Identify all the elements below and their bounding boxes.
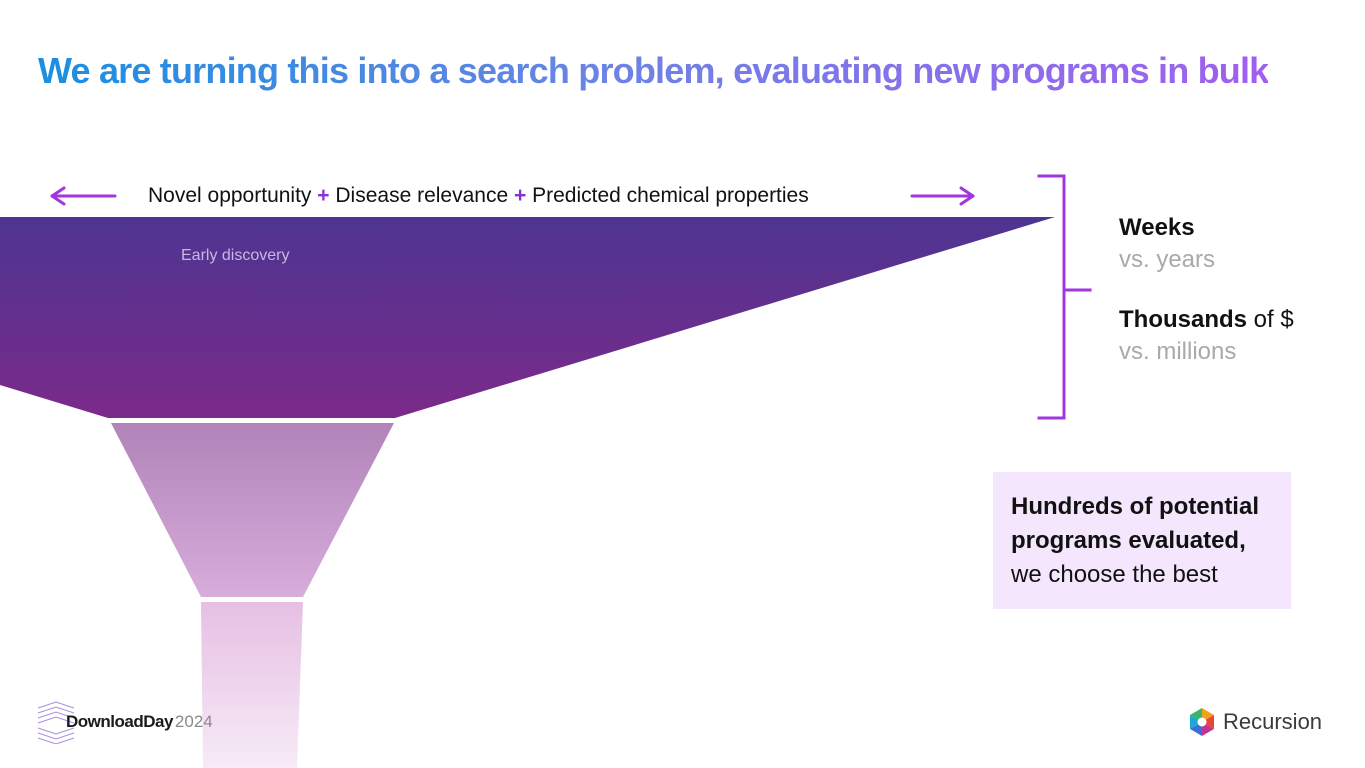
criteria-novel-opportunity: Novel opportunity (148, 184, 312, 207)
funnel-stage-label: Early discovery (181, 247, 290, 264)
metric-time: Weeks vs. years (1119, 212, 1215, 276)
criteria-disease-relevance: Disease relevance (335, 184, 509, 207)
funnel-stage-middle (111, 423, 394, 597)
download-day-chevrons-icon (37, 701, 75, 744)
metric-cost-suffix: of $ (1247, 306, 1294, 333)
slide-title: We are turning this into a search proble… (38, 50, 1269, 91)
funnel-stage-early-discovery (0, 217, 1055, 418)
metric-cost-comparison: vs. millions (1119, 338, 1237, 365)
callout-normal-text: we choose the best (1011, 561, 1218, 588)
criteria-line: Novel opportunity + Disease relevance + … (148, 184, 809, 208)
download-day-year: 2024 (174, 712, 213, 731)
left-arrow-icon (50, 186, 117, 206)
funnel-stage-bottom (201, 602, 303, 768)
plus-sign: + (317, 184, 330, 207)
metric-cost: Thousands of $ vs. millions (1119, 304, 1294, 368)
recursion-logo: Recursion (1188, 706, 1322, 738)
metric-time-comparison: vs. years (1119, 246, 1216, 273)
download-day-logo: DownloadDay 2024 (36, 700, 213, 744)
download-day-name: DownloadDay (66, 712, 173, 731)
callout-bold-text: Hundreds of potential programs evaluated… (1011, 493, 1259, 554)
plus-sign: + (514, 184, 527, 207)
metric-cost-value: Thousands (1119, 306, 1248, 333)
right-arrow-icon (910, 186, 975, 206)
recursion-hexagon-icon (1190, 708, 1214, 736)
callout-box: Hundreds of potential programs evaluated… (993, 472, 1291, 609)
bracket-icon (1037, 174, 1092, 420)
criteria-chemical-properties: Predicted chemical properties (532, 184, 809, 207)
recursion-name: Recursion (1223, 709, 1323, 734)
metric-time-value: Weeks (1119, 214, 1195, 241)
